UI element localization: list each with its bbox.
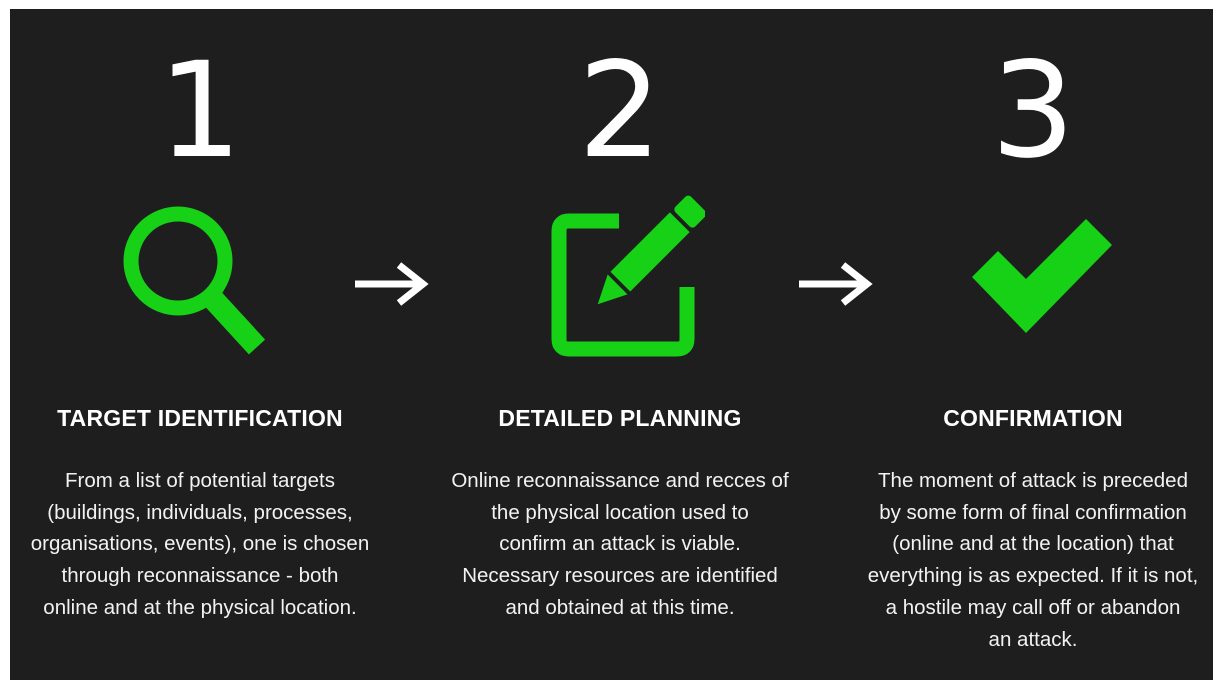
arrow-right-icon bbox=[355, 262, 429, 306]
arrow-right-icon bbox=[799, 262, 873, 306]
checkmark-icon bbox=[972, 219, 1112, 333]
step-description: The moment of attack is preceded by some… bbox=[867, 469, 1199, 651]
step-number: 1 bbox=[158, 34, 242, 188]
step-description: From a list of potential targets (buildi… bbox=[30, 469, 370, 619]
step-title: TARGET IDENTIFICATION bbox=[57, 405, 343, 431]
step-description: Online reconnaissance and recces of the … bbox=[451, 469, 789, 619]
edit-icon bbox=[551, 195, 705, 357]
step-title: DETAILED PLANNING bbox=[498, 405, 742, 431]
search-icon bbox=[123, 206, 266, 355]
process-diagram: 1 TARGET IDENTIFICATION From a list of p… bbox=[10, 9, 1213, 680]
step-number: 2 bbox=[578, 34, 662, 188]
step-number: 3 bbox=[991, 34, 1075, 188]
step-title: CONFIRMATION bbox=[943, 405, 1123, 431]
